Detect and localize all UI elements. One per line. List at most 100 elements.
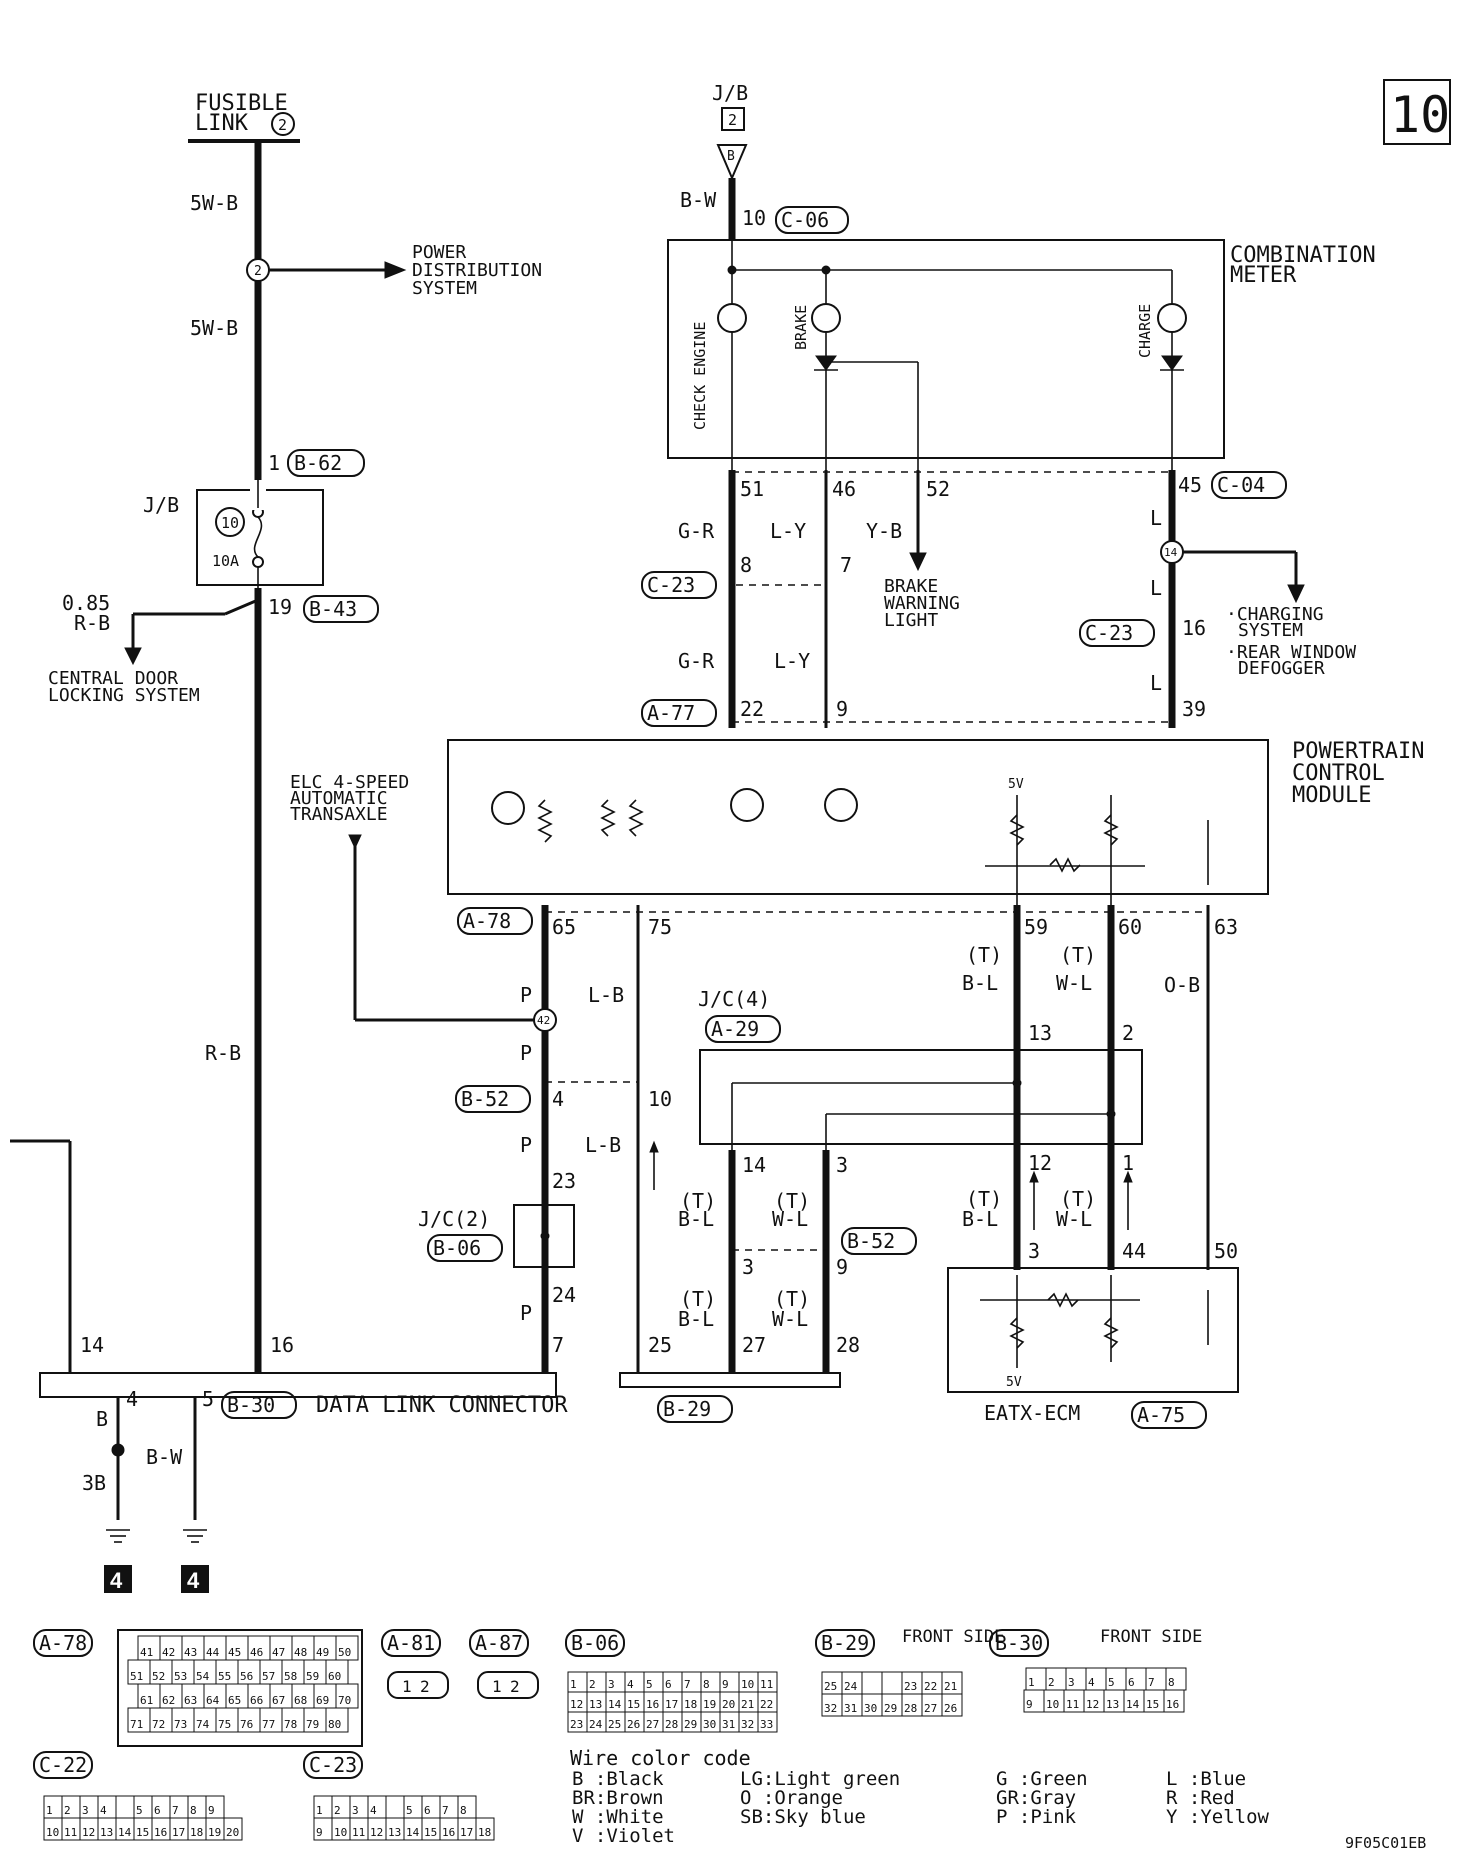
pin-12: 12 bbox=[1028, 1151, 1052, 1175]
connector-view-b29-pin: 21 bbox=[944, 1680, 957, 1693]
wire-twisted-4: (T) bbox=[774, 1189, 810, 1213]
pin-8: 8 bbox=[740, 553, 752, 577]
pin-16b: 16 bbox=[270, 1333, 294, 1357]
legend-item: Y :Yellow bbox=[1166, 1806, 1270, 1828]
connector-view-a78-pin: 61 bbox=[140, 1694, 153, 1707]
pcm-line2: CONTROL bbox=[1292, 761, 1385, 786]
jc2-label: J/C(2) bbox=[418, 1207, 490, 1231]
connector-view-a78-pin: 53 bbox=[174, 1670, 187, 1683]
connector-view-b06-pin: 22 bbox=[760, 1698, 773, 1711]
connector-view-b06-pin: 14 bbox=[608, 1698, 622, 1711]
connector-b30 bbox=[221, 1391, 297, 1419]
pin-25: 25 bbox=[648, 1333, 672, 1357]
figure-code: 9F05C01EB bbox=[1345, 1834, 1426, 1852]
connector-view-b29-pin: 28 bbox=[904, 1702, 917, 1715]
connector-c04-label: C-04 bbox=[1217, 473, 1265, 497]
connector-view-a78-pin: 49 bbox=[316, 1646, 329, 1659]
pin-2: 2 bbox=[1122, 1021, 1134, 1045]
lamp-label-check-engine: CHECK ENGINE bbox=[691, 322, 709, 430]
charge-diode-icon bbox=[1161, 355, 1183, 371]
connector-view-b06-pin: 7 bbox=[684, 1678, 691, 1691]
pin-16a: 16 bbox=[1182, 616, 1206, 640]
wire-label-085: 0.85 bbox=[62, 591, 110, 615]
connector-view-b06-pin: 33 bbox=[760, 1718, 773, 1731]
pin-24: 24 bbox=[552, 1283, 576, 1307]
wire-twisted-5: (T) bbox=[966, 1187, 1002, 1211]
connector-view-a87-pin: 1 bbox=[492, 1677, 502, 1696]
junction-node-14-label: 14 bbox=[1164, 546, 1178, 559]
pcm-5v: 5V bbox=[1008, 777, 1024, 792]
fuse-element bbox=[253, 516, 263, 558]
wire-label-3b: 3B bbox=[82, 1471, 106, 1495]
arrow-power-dist bbox=[384, 261, 407, 279]
connector-view-a78-pin: 74 bbox=[196, 1718, 210, 1731]
fuse-terminal-bottom bbox=[252, 556, 264, 568]
connector-b52-b bbox=[841, 1227, 917, 1255]
connector-view-c22-pin: 4 bbox=[100, 1804, 107, 1817]
connector-view-a81-label: A-81 bbox=[387, 1631, 435, 1655]
connector-view-b06-pin: 9 bbox=[722, 1678, 729, 1691]
connector-c06-label: C-06 bbox=[781, 208, 829, 232]
connector-view-b06-pin: 10 bbox=[741, 1678, 754, 1691]
eatx-label: EATX-ECM bbox=[984, 1401, 1080, 1425]
brake-warning-line3: LIGHT bbox=[884, 610, 938, 631]
fuse-number: 10 bbox=[221, 514, 239, 532]
wire-label-bl-3: B-L bbox=[962, 1207, 998, 1231]
connector-view-c22-pin: 15 bbox=[136, 1826, 149, 1839]
connector-view-b30-label: B-30 bbox=[995, 1631, 1043, 1655]
connector-view-b06-pin: 20 bbox=[722, 1698, 735, 1711]
connector-view-a78-shell bbox=[117, 1629, 363, 1747]
connector-view-a78-pin: 69 bbox=[316, 1694, 329, 1707]
connector-view-a78-pin: 43 bbox=[184, 1646, 197, 1659]
connector-view-b30-pin: 9 bbox=[1026, 1698, 1033, 1711]
connector-view-c22-label: C-22 bbox=[39, 1753, 87, 1777]
wire-twisted-8: (T) bbox=[774, 1287, 810, 1311]
connector-view-c22-pin: 5 bbox=[136, 1804, 143, 1817]
pin-50: 50 bbox=[1214, 1239, 1238, 1263]
elc-line3: TRANSAXLE bbox=[290, 804, 388, 825]
connector-view-c22-pin: 7 bbox=[172, 1804, 179, 1817]
connector-view-b06-pin: 29 bbox=[684, 1718, 697, 1731]
connector-view-b30-pin: 14 bbox=[1126, 1698, 1140, 1711]
connector-b29 bbox=[657, 1395, 733, 1423]
jb-fuse-label: J/B bbox=[143, 493, 179, 517]
fusible-link-number: 2 bbox=[278, 116, 287, 134]
connector-view-b06-pin: 18 bbox=[684, 1698, 697, 1711]
ground-2-number: 4 bbox=[187, 1568, 200, 1593]
connector-view-a81-pin: 2 bbox=[420, 1677, 430, 1696]
connector-view-a78-pin: 76 bbox=[240, 1718, 253, 1731]
connector-view-b30-pin: 7 bbox=[1148, 1676, 1155, 1689]
connector-view-b29-pin: 30 bbox=[864, 1702, 877, 1715]
ground-splice-node bbox=[111, 1443, 125, 1457]
wire-twisted-3: (T) bbox=[680, 1189, 716, 1213]
wire-twisted-7: (T) bbox=[680, 1287, 716, 1311]
connector-view-b06-pin: 15 bbox=[627, 1698, 640, 1711]
jb-top-number: 2 bbox=[728, 111, 737, 129]
connector-view-c23-cell bbox=[385, 1795, 405, 1819]
power-dist-line2: DISTRIBUTION bbox=[412, 260, 542, 281]
connector-view-a78-pin: 72 bbox=[152, 1718, 165, 1731]
connector-b43 bbox=[303, 595, 379, 623]
pcm-resistor-1-icon bbox=[537, 799, 553, 843]
connector-view-c23-pin: 10 bbox=[334, 1826, 347, 1839]
connector-b30-label: B-30 bbox=[227, 1393, 275, 1417]
lamp-label-brake: BRAKE bbox=[792, 305, 810, 350]
connector-view-b30-pin: 4 bbox=[1088, 1676, 1095, 1689]
connector-view-a78-badge bbox=[33, 1629, 93, 1657]
pin-10b: 10 bbox=[648, 1087, 672, 1111]
pcm-resistor-5-icon bbox=[1049, 857, 1081, 873]
connector-view-b29-cell bbox=[861, 1671, 883, 1695]
connector-view-b29-cell bbox=[941, 1693, 963, 1717]
charge-lamp-icon bbox=[1157, 303, 1187, 333]
jb-top-terminal bbox=[716, 144, 748, 181]
connector-view-b06-pin: 27 bbox=[646, 1718, 659, 1731]
connector-view-a78-pin: 44 bbox=[206, 1646, 220, 1659]
connector-view-a78-pin: 46 bbox=[250, 1646, 263, 1659]
jc2-box bbox=[513, 1204, 575, 1268]
data-link-connector-bar bbox=[39, 1372, 557, 1398]
pin-23: 23 bbox=[552, 1169, 576, 1193]
wire-label-p-1: P bbox=[520, 983, 532, 1007]
pin-14a: 14 bbox=[742, 1153, 766, 1177]
connector-view-c22-pin: 2 bbox=[64, 1804, 71, 1817]
connector-view-c22-pin: 13 bbox=[100, 1826, 113, 1839]
